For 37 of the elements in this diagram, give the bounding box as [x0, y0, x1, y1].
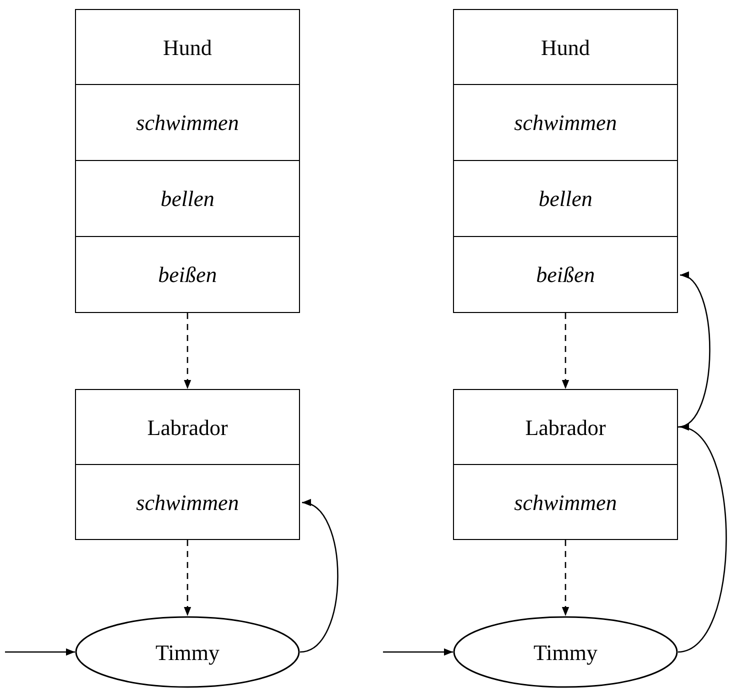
arrow	[678, 274, 710, 428]
method-cell	[453, 85, 678, 161]
method-cell	[453, 161, 678, 237]
method-cell	[453, 237, 678, 313]
arrow	[300, 501, 338, 653]
class-name-cell	[453, 389, 678, 465]
class-name: Labrador	[147, 414, 228, 442]
arrow	[678, 426, 727, 653]
class-name-cell	[75, 9, 300, 85]
object-ellipse	[453, 616, 678, 688]
method-cell	[75, 161, 300, 237]
class-name: Timmy	[533, 638, 598, 667]
class-name-cell	[75, 389, 300, 465]
method-cell	[75, 237, 300, 313]
method-name: schwimmen	[514, 488, 617, 516]
arrow	[562, 313, 570, 389]
method-name: schwimmen	[136, 109, 239, 137]
arrow	[184, 540, 192, 616]
class-name-cell	[453, 9, 678, 85]
object-ellipse	[75, 616, 300, 688]
method-name: beißen	[158, 261, 217, 289]
arrow	[383, 648, 453, 656]
method-cell	[75, 85, 300, 161]
method-name: bellen	[160, 185, 214, 213]
method-cell	[453, 465, 678, 540]
method-name: schwimmen	[514, 109, 617, 137]
method-name: beißen	[536, 261, 595, 289]
method-cell	[75, 465, 300, 540]
class-name: Hund	[541, 34, 590, 62]
class-name: Labrador	[525, 414, 606, 442]
arrow	[5, 648, 75, 656]
arrow	[562, 540, 570, 616]
method-name: schwimmen	[136, 488, 239, 516]
method-name: bellen	[538, 185, 592, 213]
class-name: Hund	[163, 34, 212, 62]
class-name: Timmy	[155, 638, 220, 667]
arrow	[184, 313, 192, 389]
